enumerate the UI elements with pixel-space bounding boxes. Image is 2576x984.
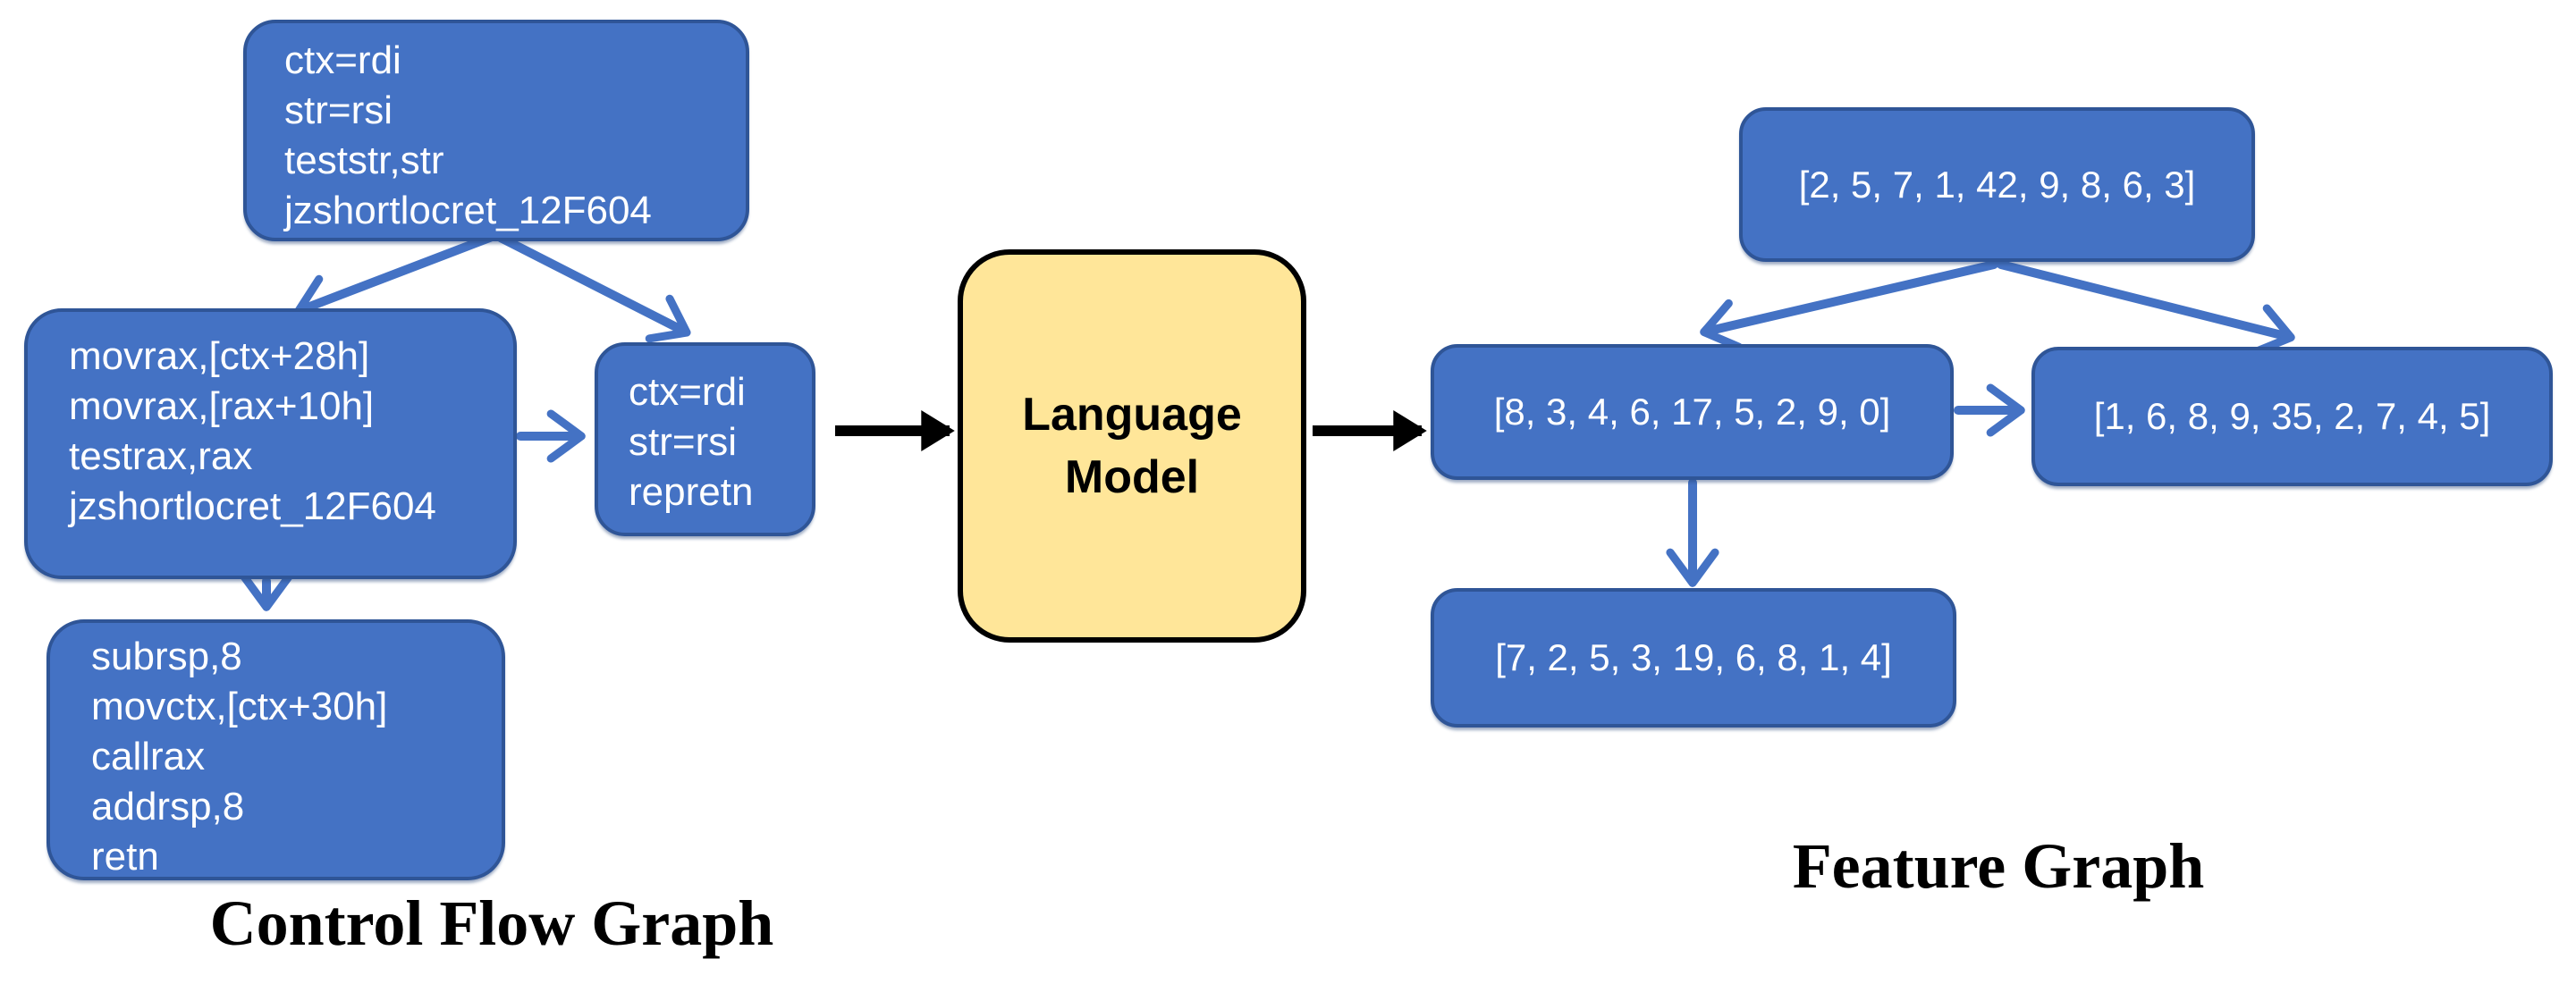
- arrow-root-to-right-icon: [1997, 260, 2295, 357]
- fg-node-bottom: [7, 2, 5, 3, 19, 6, 8, 1, 4]: [1431, 588, 1956, 727]
- language-model-label: Language: [1022, 389, 1242, 441]
- language-model-box: Language Model: [958, 249, 1306, 643]
- asm-line: ctx=rdi: [629, 370, 746, 414]
- asm-line: jzshortlocret_12F604: [284, 189, 652, 232]
- asm-line: movctx,[ctx+30h]: [91, 685, 388, 728]
- asm-line: str=rsi: [284, 88, 393, 132]
- asm-line: callrax: [91, 735, 206, 778]
- cfg-node-exit: ctx=rdi str=rsi repretn: [595, 342, 815, 536]
- cfg-title: Control Flow Graph: [209, 887, 774, 959]
- asm-line: str=rsi: [629, 420, 737, 464]
- asm-line: ctx=rdi: [284, 38, 401, 82]
- asm-line: repretn: [629, 470, 754, 514]
- arrow-root-to-left-icon: [1700, 260, 1998, 351]
- fg-node-left: [8, 3, 4, 6, 17, 5, 2, 9, 0]: [1431, 344, 1954, 480]
- asm-line: teststr,str: [284, 139, 444, 182]
- arrow-entry-to-body-icon: [294, 230, 503, 325]
- asm-line: movrax,[ctx+28h]: [69, 334, 370, 378]
- fg-title: Feature Graph: [1792, 830, 2205, 902]
- asm-line: subrsp,8: [91, 635, 242, 678]
- cfg-node-body: movrax,[ctx+28h] movrax,[rax+10h] testra…: [24, 308, 517, 579]
- language-model-label: Model: [1064, 451, 1200, 503]
- asm-line: retn: [91, 835, 159, 879]
- fg-edge-group: [1666, 260, 2295, 587]
- cfg-node-entry: ctx=rdi str=rsi teststr,str jzshortlocre…: [243, 20, 749, 241]
- asm-line: addrsp,8: [91, 785, 245, 828]
- feature-vector: [7, 2, 5, 3, 19, 6, 8, 1, 4]: [1495, 636, 1892, 678]
- asm-line: jzshortlocret_12F604: [69, 484, 436, 528]
- asm-line: testrax,rax: [69, 434, 253, 478]
- cfg-edge-group: [240, 230, 691, 611]
- feature-vector: [1, 6, 8, 9, 35, 2, 7, 4, 5]: [2093, 395, 2491, 437]
- arrow-entry-to-exit-icon: [496, 233, 691, 343]
- fg-node-right: [1, 6, 8, 9, 35, 2, 7, 4, 5]: [2031, 347, 2553, 486]
- fg-node-root: [2, 5, 7, 1, 42, 9, 8, 6, 3]: [1739, 107, 2255, 262]
- cfg-node-call: subrsp,8 movctx,[ctx+30h] callrax addrsp…: [46, 619, 505, 880]
- feature-vector: [2, 5, 7, 1, 42, 9, 8, 6, 3]: [1798, 163, 2196, 206]
- feature-vector: [8, 3, 4, 6, 17, 5, 2, 9, 0]: [1493, 391, 1891, 433]
- asm-line: movrax,[rax+10h]: [69, 384, 375, 428]
